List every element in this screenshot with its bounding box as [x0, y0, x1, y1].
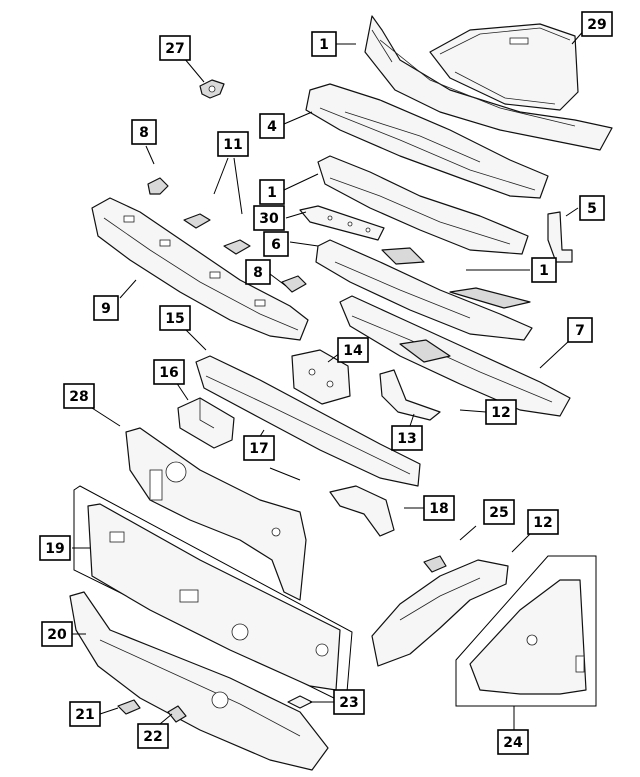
part-11-brackets	[183, 213, 251, 255]
svg-text:12: 12	[533, 515, 552, 531]
svg-text:27: 27	[165, 41, 184, 57]
callout-14: 14	[337, 337, 369, 363]
svg-text:4: 4	[267, 119, 277, 135]
svg-text:1: 1	[267, 185, 277, 201]
part-18-bracket	[329, 485, 395, 537]
svg-text:18: 18	[429, 501, 448, 517]
callout-27: 27	[159, 35, 191, 61]
svg-text:1: 1	[539, 263, 549, 279]
svg-text:9: 9	[101, 301, 111, 317]
svg-text:15: 15	[165, 311, 184, 327]
part-17-lower-cross-beam	[195, 355, 421, 487]
svg-text:22: 22	[143, 729, 162, 745]
svg-text:5: 5	[587, 201, 597, 217]
part-4-cowl-grille	[305, 83, 549, 199]
callout-29: 29	[581, 11, 613, 37]
part-27-clip	[199, 79, 225, 99]
part-5-bracket	[547, 211, 573, 263]
part-28-dash-panel	[125, 427, 307, 601]
svg-text:28: 28	[69, 389, 88, 405]
part-9-cross-member	[91, 197, 309, 341]
callout-28: 28	[63, 383, 95, 409]
part-25-reinforcement	[423, 555, 447, 573]
svg-text:12: 12	[491, 405, 510, 421]
callout-25: 25	[483, 499, 515, 525]
callout-16: 16	[153, 359, 185, 385]
part-13-gusset	[379, 369, 441, 421]
part-22-clip	[167, 705, 187, 723]
svg-text:30: 30	[259, 211, 279, 227]
svg-text:19: 19	[45, 541, 64, 557]
part-6-cowl-lower-panel	[315, 239, 533, 341]
callout-8b: 8	[245, 259, 271, 285]
part-29-windshield	[429, 23, 579, 111]
callout-17: 17	[243, 435, 275, 461]
svg-text:25: 25	[489, 505, 508, 521]
callout-7: 7	[567, 317, 593, 343]
svg-text:13: 13	[397, 431, 416, 447]
part-14-bracket-assembly	[291, 349, 351, 405]
svg-text:8: 8	[253, 265, 263, 281]
part-30-seal	[299, 205, 385, 241]
svg-text:7: 7	[575, 323, 585, 339]
svg-text:23: 23	[339, 695, 358, 711]
part-1-cowl-middle-panel	[317, 155, 529, 255]
part-1-cowl-top-panel	[364, 15, 613, 151]
callout-23: 23	[333, 689, 365, 715]
svg-text:1: 1	[319, 37, 329, 53]
leader-lines	[72, 27, 587, 730]
callout-30: 30	[253, 205, 285, 231]
part-23-grommet	[287, 695, 313, 709]
part-7-plenum	[339, 295, 571, 417]
callout-12a: 12	[485, 399, 517, 425]
callout-5: 5	[579, 195, 605, 221]
part-8-upper-bracket	[147, 177, 169, 195]
svg-text:24: 24	[503, 735, 523, 751]
callout-8a: 8	[131, 119, 157, 145]
callout-13: 13	[391, 425, 423, 451]
part-16-box-bracket	[177, 397, 235, 449]
svg-text:14: 14	[343, 343, 363, 359]
callout-20: 20	[41, 621, 73, 647]
callout-1a: 1	[311, 31, 337, 57]
svg-text:29: 29	[587, 17, 606, 33]
callout-4: 4	[259, 113, 285, 139]
callout-1c: 1	[531, 257, 557, 283]
part-20-floor-pan	[69, 591, 329, 771]
callout-9: 9	[93, 295, 119, 321]
callout-6: 6	[263, 231, 289, 257]
part-8-lower-bracket	[281, 275, 307, 293]
svg-text:11: 11	[223, 137, 242, 153]
svg-text:8: 8	[139, 125, 149, 141]
svg-text:20: 20	[47, 627, 67, 643]
callout-1b: 1	[259, 179, 285, 205]
svg-text:16: 16	[159, 365, 178, 381]
callout-12b: 12	[527, 509, 559, 535]
svg-text:21: 21	[75, 707, 94, 723]
part-24-side-panel-assembly	[455, 555, 597, 707]
part-12-cowl-side-panel	[371, 559, 509, 667]
callout-11: 11	[217, 131, 249, 157]
svg-text:17: 17	[249, 441, 268, 457]
callout-19: 19	[39, 535, 71, 561]
callout-24: 24	[497, 729, 529, 755]
callout-22: 22	[137, 723, 169, 749]
part-21-clip	[117, 699, 141, 715]
callout-21: 21	[69, 701, 101, 727]
callout-15: 15	[159, 305, 191, 331]
callout-18: 18	[423, 495, 455, 521]
svg-text:6: 6	[271, 237, 281, 253]
